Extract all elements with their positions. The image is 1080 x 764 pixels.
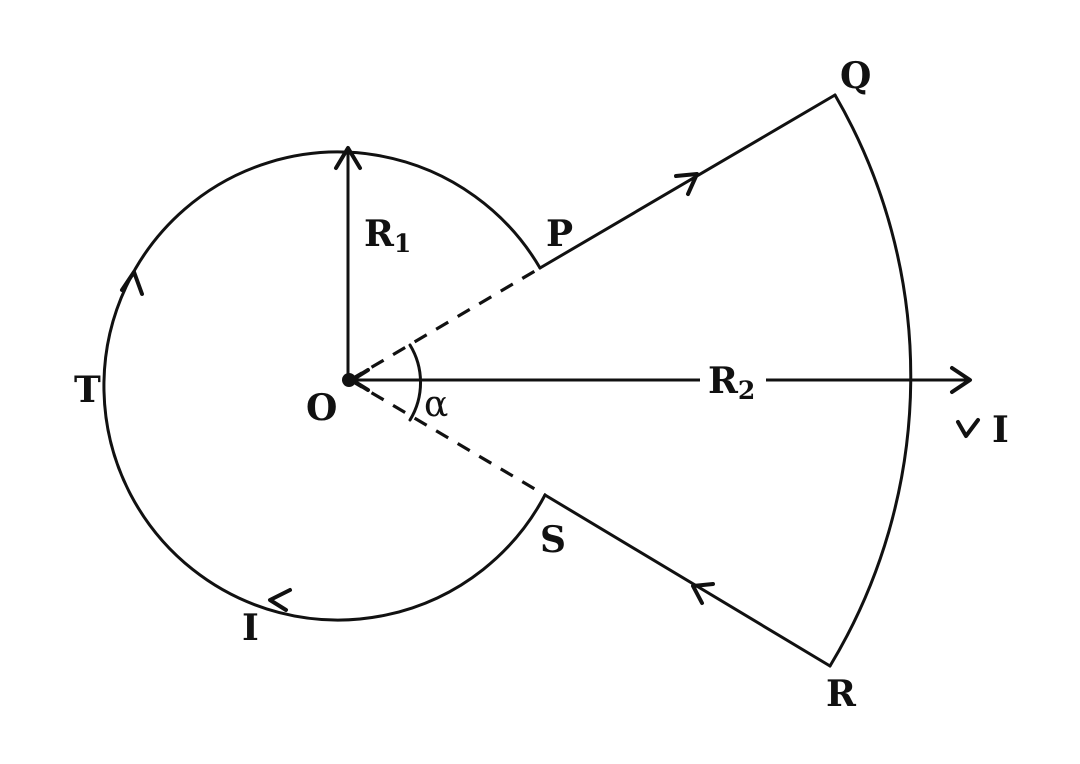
label-current-left: I <box>242 607 259 649</box>
radius-r2-arrowhead <box>950 366 972 394</box>
current-arrow-pq <box>674 172 699 196</box>
label-t: T <box>74 369 101 411</box>
current-arrow-left-top <box>120 270 144 296</box>
current-arrow-bottom <box>268 588 292 612</box>
label-r: R <box>826 673 857 715</box>
angle-alpha-arc <box>408 343 423 422</box>
label-r2: R2 <box>708 360 755 405</box>
inner-arc-r1 <box>102 150 547 622</box>
label-p: P <box>546 213 573 255</box>
label-o: O <box>306 387 337 429</box>
label-r1-main: R <box>364 213 395 255</box>
center-point-o <box>342 373 356 387</box>
label-s: S <box>540 519 566 561</box>
radius-r1-arrowhead <box>334 146 362 170</box>
segment-pq <box>538 93 837 270</box>
current-arrow-right-arc <box>956 418 980 438</box>
label-alpha: α <box>424 384 448 425</box>
label-r2-background <box>700 356 766 400</box>
dashed-op <box>349 266 541 382</box>
label-r2-sub: 2 <box>738 376 755 405</box>
label-q: Q <box>840 55 871 97</box>
dashed-os <box>349 378 546 497</box>
label-r1: R1 <box>364 213 411 258</box>
label-current-right: I <box>992 409 1009 451</box>
segment-rs <box>543 493 832 668</box>
current-arrow-rs <box>691 582 715 605</box>
label-r1-sub: 1 <box>394 229 411 258</box>
label-r2-main: R <box>708 360 739 402</box>
